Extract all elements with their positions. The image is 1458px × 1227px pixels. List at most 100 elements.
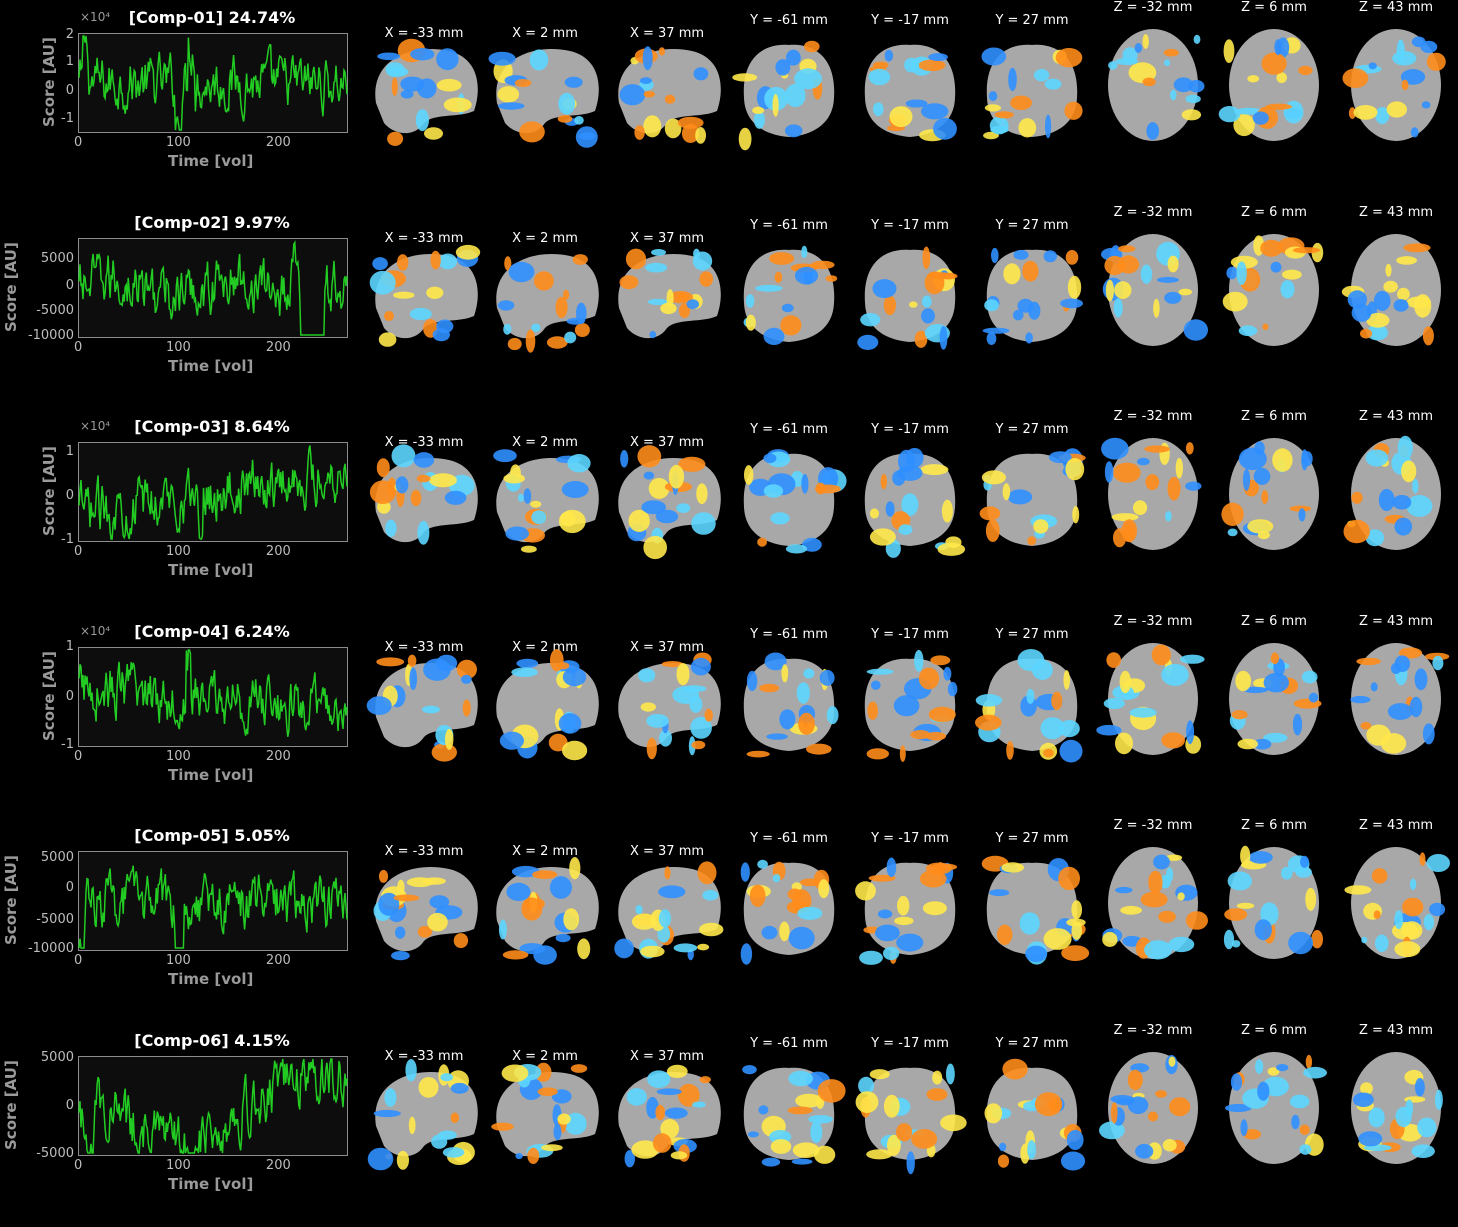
slice-coordinate-label: Z = 43 mm <box>1358 409 1434 424</box>
brain-slice-image <box>485 443 605 561</box>
brain-slice-image <box>729 852 849 970</box>
slice-coordinate-label: Y = -17 mm <box>871 1035 949 1051</box>
brain-slice-image <box>729 648 849 766</box>
slice-coordinate-label: Y = -17 mm <box>871 422 949 437</box>
slice-coordinate-label: Y = -61 mm <box>750 422 828 437</box>
brain-slice-image <box>1336 17 1456 153</box>
x-axis-label: Time [vol] <box>168 356 254 375</box>
slice-coordinate-label: Y = 27 mm <box>995 831 1069 846</box>
brain-slice-image <box>972 1057 1092 1175</box>
brain-slice-image <box>729 34 849 152</box>
y-tick-label: 1 <box>65 443 74 459</box>
y-tick-label: -1 <box>61 532 74 547</box>
brain-slice-image <box>1093 222 1213 358</box>
brain-slice-image <box>1093 1040 1213 1176</box>
y-tick-label: -10000 <box>27 941 74 956</box>
y-tick-label: 5000 <box>40 1050 74 1066</box>
brain-slice-image <box>1336 835 1456 971</box>
brain-slice-image <box>364 648 484 766</box>
timecourse-line <box>78 445 348 540</box>
timecourse-axes <box>78 237 348 338</box>
x-tick-label: 200 <box>265 339 291 355</box>
brain-slice-image <box>850 1057 970 1175</box>
slice-coordinate-label: Y = 27 mm <box>995 626 1069 642</box>
brain-slice-image <box>485 239 605 357</box>
slice-coordinate-label: Z = -32 mm <box>1113 409 1193 424</box>
timecourse-plot <box>78 239 348 336</box>
slice-coordinate-label: X = -33 mm <box>384 230 464 246</box>
brain-slice-image <box>364 852 484 970</box>
brain-slice-image <box>1336 222 1456 358</box>
x-tick-label: 200 <box>265 544 291 559</box>
brain-slice-image <box>1214 17 1334 153</box>
component-title: [Comp-01] 24.74% <box>128 8 296 27</box>
brain-slice-image <box>364 239 484 357</box>
brain-slice-image <box>729 1057 849 1175</box>
slice-coordinate-label: X = 37 mm <box>629 1048 705 1064</box>
brain-slice-image <box>364 443 484 561</box>
x-tick-label: 100 <box>165 135 191 150</box>
y-tick-label: -1 <box>61 736 74 752</box>
slice-coordinate-label: Z = 43 mm <box>1358 204 1434 220</box>
x-tick-label: 100 <box>165 748 191 764</box>
y-axis-label: Score [AU] <box>2 241 20 332</box>
brain-slice-image <box>607 852 727 970</box>
x-tick-label: 100 <box>165 953 191 968</box>
y-tick-label: -10000 <box>27 327 74 343</box>
brain-slice-image <box>364 34 484 152</box>
slice-coordinate-label: Z = -32 mm <box>1113 818 1193 833</box>
slice-coordinate-label: Y = -61 mm <box>750 1035 828 1051</box>
brain-slice-image <box>1093 426 1213 562</box>
brain-slice-image <box>607 1057 727 1175</box>
brain-slice-image <box>485 34 605 152</box>
timecourse-axes <box>78 646 348 747</box>
slice-coordinate-label: Z = 43 mm <box>1358 1022 1434 1038</box>
x-tick-label: 0 <box>74 135 83 150</box>
x-tick-label: 100 <box>165 339 191 355</box>
slice-coordinate-label: Z = 43 mm <box>1358 818 1434 833</box>
slice-coordinate-label: Y = -17 mm <box>871 13 949 28</box>
slice-coordinate-label: X = 2 mm <box>512 639 578 655</box>
brain-slice-image <box>1093 17 1213 153</box>
x-tick-label: 0 <box>74 1157 83 1173</box>
brain-slice-image <box>850 852 970 970</box>
brain-slice-image <box>972 239 1092 357</box>
brain-slice-image <box>972 852 1092 970</box>
slice-coordinate-label: Y = 27 mm <box>995 13 1069 28</box>
brain-slice-image <box>972 34 1092 152</box>
y-axis-label: Score [AU] <box>40 37 58 127</box>
y-axis-label: Score [AU] <box>40 650 58 741</box>
x-axis-label: Time [vol] <box>168 561 254 579</box>
slice-coordinate-label: Z = -32 mm <box>1113 1022 1193 1038</box>
slice-coordinate-label: X = 37 mm <box>629 639 705 655</box>
x-tick-label: 200 <box>265 953 291 968</box>
y-exponent-label: ×10⁴ <box>80 419 111 433</box>
y-tick-label: -5000 <box>36 911 74 927</box>
slice-coordinate-label: X = 2 mm <box>512 1048 578 1064</box>
timecourse-axes <box>78 33 348 133</box>
y-axis-label: Score [AU] <box>40 446 58 536</box>
slice-coordinate-label: Z = 6 mm <box>1241 613 1307 629</box>
x-axis-label: Time [vol] <box>168 970 254 988</box>
y-tick-label: -5000 <box>36 303 74 318</box>
y-tick-label: 0 <box>65 1098 74 1114</box>
brain-slice-image <box>485 1057 605 1175</box>
brain-slice-image <box>607 443 727 561</box>
y-tick-label: 0 <box>65 82 74 98</box>
slice-coordinate-label: Z = 43 mm <box>1358 0 1434 15</box>
timecourse-axes <box>78 851 348 951</box>
brain-slice-image <box>1214 222 1334 358</box>
timecourse-plot <box>78 648 348 737</box>
x-tick-label: 200 <box>265 135 291 150</box>
slice-coordinate-label: Z = 6 mm <box>1241 204 1307 220</box>
brain-slice-image <box>1214 835 1334 971</box>
slice-coordinate-label: Y = 27 mm <box>995 217 1069 233</box>
brain-slice-image <box>729 443 849 561</box>
timecourse-line <box>78 865 348 949</box>
slice-coordinate-label: X = 2 mm <box>512 26 578 41</box>
brain-slice-image <box>607 648 727 766</box>
